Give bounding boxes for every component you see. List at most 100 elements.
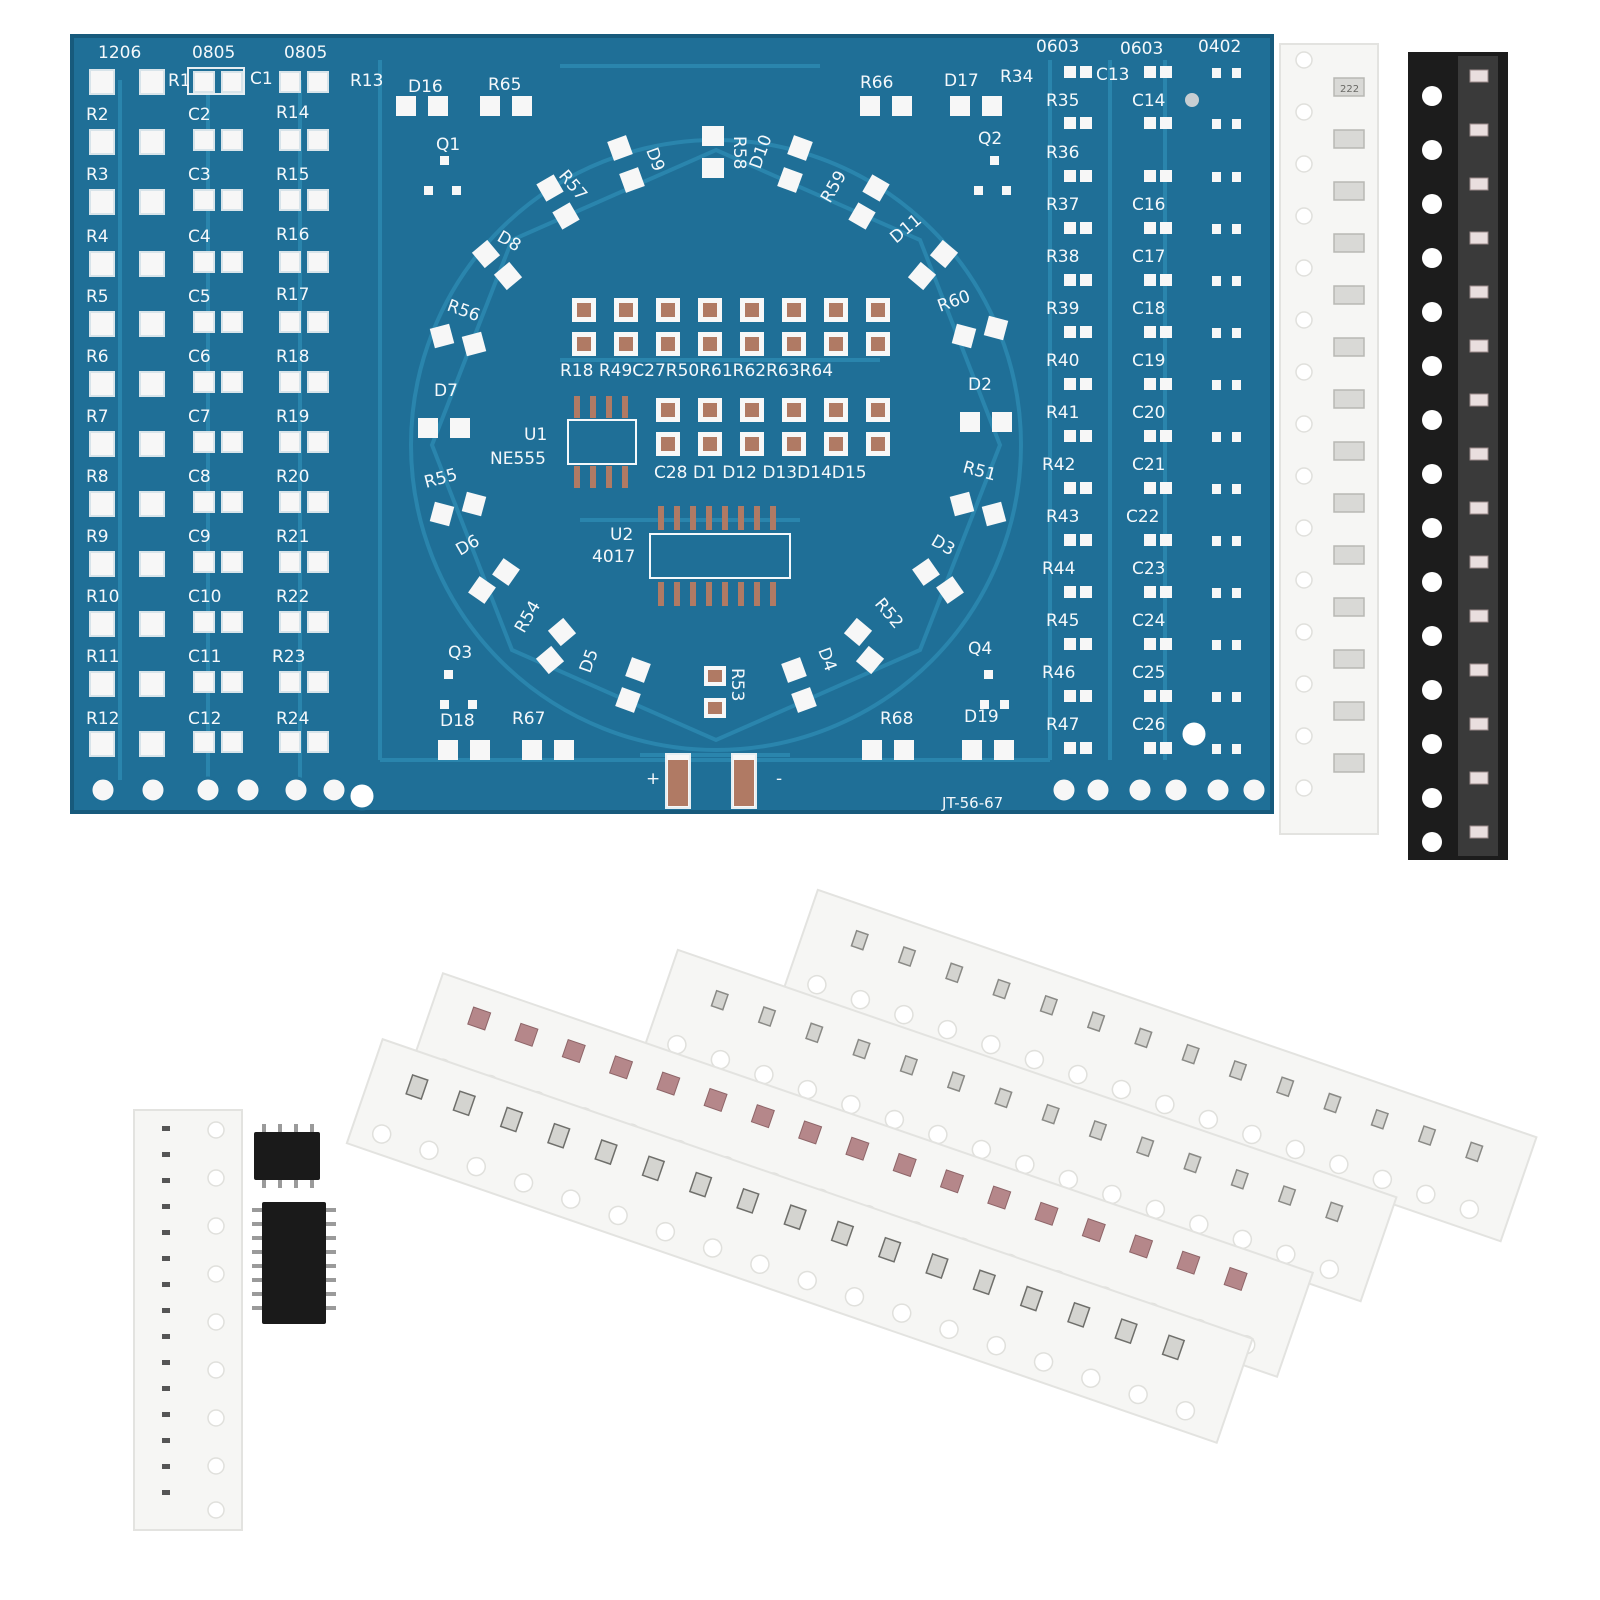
col1-pads	[89, 69, 165, 757]
label-r12: R12	[86, 709, 119, 729]
label-c10: C10	[188, 587, 222, 607]
u2-leads	[658, 506, 776, 606]
label-r5: R5	[86, 287, 109, 307]
label-r2: R2	[86, 105, 109, 125]
col5-pads	[1144, 66, 1172, 754]
label-q2: Q2	[978, 129, 1002, 149]
label-r9: R9	[86, 527, 109, 547]
diagonal-tape-front	[345, 1037, 1254, 1444]
label-r43: R43	[1046, 507, 1079, 527]
left-pad-columns	[89, 67, 329, 757]
label-d18: D18	[440, 711, 475, 731]
col2-pads	[187, 67, 245, 753]
label-r6: R6	[86, 347, 109, 367]
label-c23: C23	[1132, 559, 1166, 579]
label-r34: R34	[1000, 67, 1033, 87]
fiducial-mark	[1185, 93, 1199, 107]
label-r44: R44	[1042, 559, 1075, 579]
label-r38: R38	[1046, 247, 1079, 267]
header-0402: 0402	[1198, 37, 1241, 57]
label-q3: Q3	[448, 643, 472, 663]
label-r67: R67	[512, 709, 545, 729]
label-c12: C12	[188, 709, 222, 729]
label-r37: R37	[1046, 195, 1079, 215]
label-c6: C6	[188, 347, 211, 367]
header-0805-b: 0805	[284, 43, 327, 63]
col3-pads	[279, 71, 329, 753]
label-d7: D7	[434, 381, 458, 401]
label-c7: C7	[188, 407, 211, 427]
label-r21: R21	[276, 527, 309, 547]
ic-footprints	[567, 396, 791, 606]
label-q1: Q1	[436, 135, 460, 155]
label-r8: R8	[86, 467, 109, 487]
pcb-substrate	[70, 34, 1274, 814]
label-r22: R22	[276, 587, 309, 607]
label-r14: R14	[276, 103, 309, 123]
u1-outline	[567, 419, 637, 465]
label-r41: R41	[1046, 403, 1079, 423]
label-r66: R66	[860, 73, 893, 93]
label-c19: C19	[1132, 351, 1166, 371]
label-r65: R65	[488, 75, 521, 95]
silkscreen-labels: 1206 0805 0805 0603 0603 0402 R1 R2 R3 R…	[86, 37, 1241, 812]
label-r36: R36	[1046, 143, 1079, 163]
board-id: JT-56-67	[941, 794, 1003, 812]
label-d16: D16	[408, 77, 443, 97]
label-r53: R53	[727, 668, 747, 701]
small-tape-vertical	[133, 1109, 243, 1531]
label-c1: C1	[250, 69, 273, 89]
label-d2: D2	[968, 375, 992, 395]
u2-outline	[649, 533, 791, 579]
label-c24: C24	[1132, 611, 1166, 631]
label-c22: C22	[1126, 507, 1160, 527]
label-q4: Q4	[968, 639, 992, 659]
label-r11: R11	[86, 647, 119, 667]
label-r46: R46	[1042, 663, 1075, 683]
right-pad-columns	[1064, 66, 1241, 754]
header-0603-a: 0603	[1036, 37, 1079, 57]
label-grid-bottom-row: C28 D1 D12 D13D14D15	[654, 463, 867, 483]
col4-pads	[1064, 66, 1092, 754]
label-r68: R68	[880, 709, 913, 729]
label-d17: D17	[944, 71, 979, 91]
label-c20: C20	[1132, 403, 1166, 423]
label-r17: R17	[276, 285, 309, 305]
label-c11: C11	[188, 647, 222, 667]
label-ne555: NE555	[490, 449, 546, 469]
pcb-board: 1206 0805 0805 0603 0603 0402 R1 R2 R3 R…	[70, 34, 1274, 814]
label-c21: C21	[1132, 455, 1166, 475]
ic-soic8	[254, 1124, 320, 1188]
label-r15: R15	[276, 165, 309, 185]
label-c26: C26	[1132, 715, 1166, 735]
label-c3: C3	[188, 165, 211, 185]
label-r18: R18	[276, 347, 309, 367]
label-r58: R58	[729, 136, 749, 169]
label-r16: R16	[276, 225, 309, 245]
tape-marking-222: 222	[1340, 84, 1359, 95]
label-r20: R20	[276, 467, 309, 487]
label-u1: U1	[524, 425, 547, 445]
label-c5: C5	[188, 287, 211, 307]
label-r19: R19	[276, 407, 309, 427]
label-c16: C16	[1132, 195, 1166, 215]
label-r42: R42	[1042, 455, 1075, 475]
label-r40: R40	[1046, 351, 1079, 371]
u1-leads	[574, 396, 628, 488]
header-1206: 1206	[98, 43, 141, 63]
label-minus: -	[776, 769, 782, 789]
label-c13: C13	[1096, 65, 1130, 85]
right-through-holes	[1050, 719, 1268, 804]
black-tape-vertical	[1408, 52, 1508, 860]
diagonal-tape-back	[780, 888, 1538, 1243]
label-c2: C2	[188, 105, 211, 125]
diagonal-tape-middle	[640, 948, 1398, 1303]
label-c25: C25	[1132, 663, 1166, 683]
label-r39: R39	[1046, 299, 1079, 319]
label-r13: R13	[350, 71, 383, 91]
label-c8: C8	[188, 467, 211, 487]
solder-paste	[577, 303, 885, 806]
label-d19: D19	[964, 707, 999, 727]
label-c4: C4	[188, 227, 211, 247]
